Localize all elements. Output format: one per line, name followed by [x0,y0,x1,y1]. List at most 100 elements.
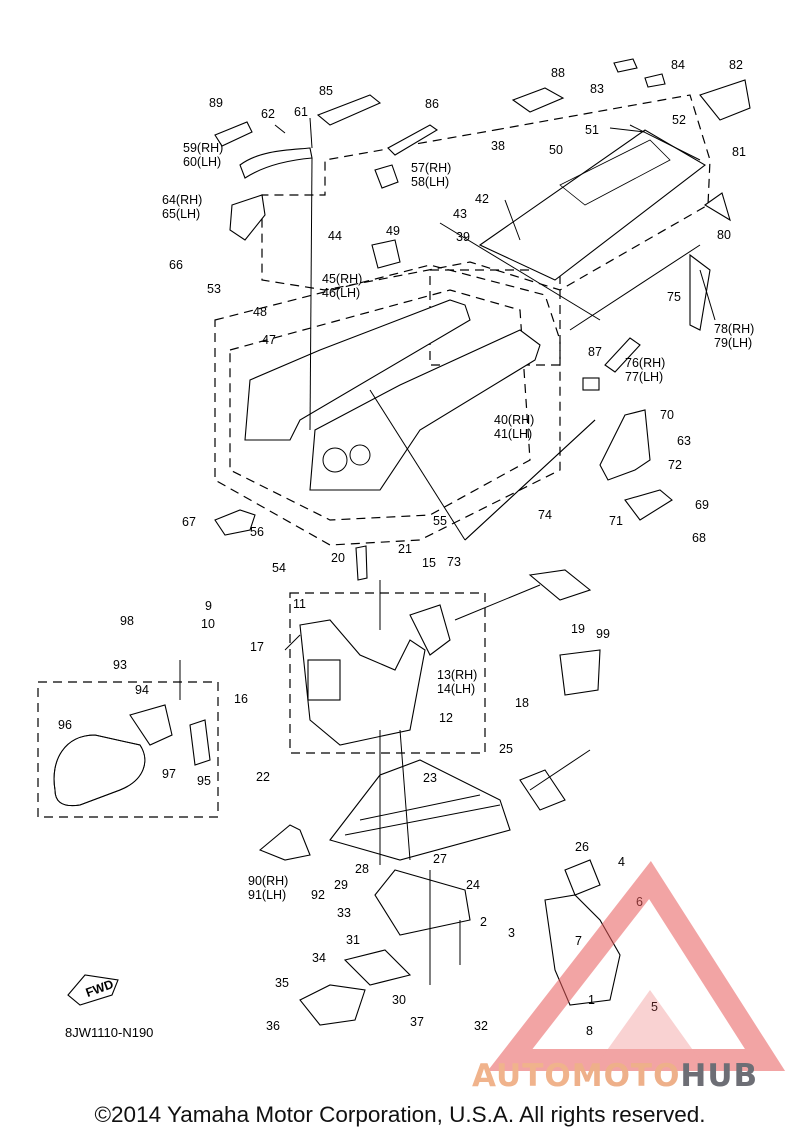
watermark-part2: MOTO [571,1058,681,1094]
watermark-logo [487,860,786,1071]
callout-47: 47 [262,333,276,347]
callout-76: 76(RH) [625,356,665,370]
callout-41: 41(LH) [494,427,532,441]
callout-7: 7 [575,934,582,948]
callout-84: 84 [671,58,685,72]
callout-60: 60(LH) [183,155,221,169]
callout-37: 37 [410,1015,424,1029]
callout-23: 23 [423,771,437,785]
fwd-arrow-icon [67,974,119,1006]
callout-34: 34 [312,951,326,965]
callout-42: 42 [475,192,489,206]
bracket-25 [519,769,566,811]
callout-87: 87 [588,345,602,359]
callout-92: 92 [311,888,325,902]
callout-99: 99 [596,627,610,641]
bracket-19 [528,569,592,601]
brace-59 [239,147,313,179]
tunnel-plate-panel [559,139,671,206]
callout-61: 61 [294,105,308,119]
callout-19: 19 [571,622,585,636]
callout-20: 20 [331,551,345,565]
bracket-70 [599,409,651,481]
main-frame-outline [214,264,561,546]
plate-64 [229,194,266,241]
callout-82: 82 [729,58,743,72]
callout-94: 94 [135,683,149,697]
callout-39: 39 [456,230,470,244]
callout-86: 86 [425,97,439,111]
callout-75: 75 [667,290,681,304]
callout-52: 52 [672,113,686,127]
callout-95: 95 [197,774,211,788]
callout-33: 33 [337,906,351,920]
inner-frame-outline [229,289,531,521]
callout-62: 62 [261,107,275,121]
callout-27: 27 [433,852,447,866]
callout-96: 96 [58,718,72,732]
callout-38: 38 [491,139,505,153]
pad-67 [214,509,256,536]
front-frame-outline [289,592,486,754]
callout-10: 10 [201,617,215,631]
callout-80: 80 [717,228,731,242]
front-frame-window [307,659,341,701]
watermark-brand: AUTOMOTOHUB [472,1058,758,1094]
bracket-35 [299,984,366,1026]
bracket-81 [699,79,751,121]
callout-64: 64(RH) [162,193,202,207]
callout-93: 93 [113,658,127,672]
plate-34 [343,949,412,986]
callout-73: 73 [447,555,461,569]
callout-30: 30 [392,993,406,1007]
assembly-outlines [37,94,711,818]
callout-68: 68 [692,531,706,545]
bracket-4 [564,859,601,896]
callout-70: 70 [660,408,674,422]
right-side-frame [309,329,541,491]
callout-16: 16 [234,692,248,706]
callout-35: 35 [275,976,289,990]
callout-98: 98 [120,614,134,628]
callout-48: 48 [253,305,267,319]
callout-9: 9 [205,599,212,613]
callout-14: 14(LH) [437,682,475,696]
callout-13: 13(RH) [437,668,477,682]
bumper-outline [37,681,219,818]
decal-86 [387,124,439,156]
callout-46: 46(LH) [322,286,360,300]
callout-89: 89 [209,96,223,110]
callout-36: 36 [266,1019,280,1033]
callout-11: 11 [293,597,306,611]
callout-97: 97 [162,767,176,781]
assembly-13 [409,604,451,656]
callout-8: 8 [586,1024,593,1038]
callout-2: 2 [480,915,487,929]
strut-20 [355,545,368,581]
callout-69: 69 [695,498,709,512]
flap-80 [703,192,731,222]
callout-43: 43 [453,207,467,221]
callout-58: 58(LH) [411,175,449,189]
callout-91: 91(LH) [248,888,286,902]
lower-frame [329,759,511,861]
part-87 [582,377,600,391]
callout-25: 25 [499,742,513,756]
callout-18: 18 [515,696,529,710]
cap-57 [374,164,399,189]
bracket-94 [129,704,173,746]
callout-56: 56 [250,525,264,539]
callout-85: 85 [319,84,333,98]
callout-15: 15 [422,556,436,570]
callout-21: 21 [398,542,412,556]
front-frame [299,619,426,746]
block-45 [371,239,401,269]
left-side-frame [244,299,471,441]
callout-55: 55 [433,514,447,528]
callout-4: 4 [618,855,625,869]
callout-labels: 1 2 3 4 5 6 7 8 9 10 11 12 13(RH) 14(LH)… [58,58,754,1038]
callout-66: 66 [169,258,183,272]
callout-12: 12 [439,711,453,725]
callout-22: 22 [256,770,270,784]
callout-26: 26 [575,840,589,854]
